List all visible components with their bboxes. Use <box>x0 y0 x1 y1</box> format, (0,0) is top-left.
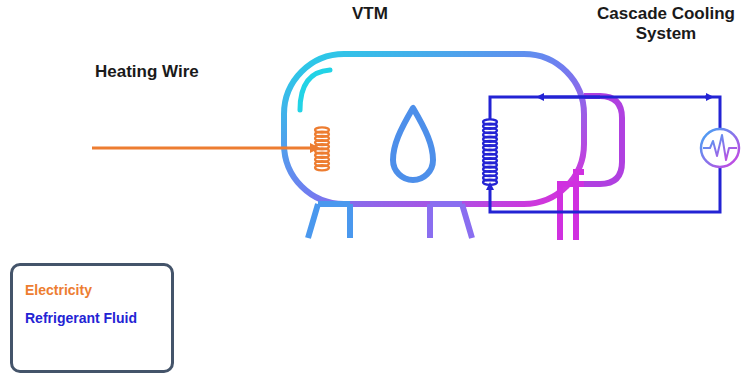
legend-box: ElectricityRefrigerant Fluid <box>10 263 174 373</box>
label-text: Heating Wire <box>95 62 199 82</box>
legend-color: Refrigerant Fluid <box>25 310 171 326</box>
legend-text: Electricity <box>25 282 92 298</box>
legend-text: Refrigerant Fluid <box>25 310 137 326</box>
label-text: VTM <box>352 4 388 24</box>
legend-color: Electricity <box>25 282 171 298</box>
label-text: Cascade Cooling System <box>592 4 740 45</box>
